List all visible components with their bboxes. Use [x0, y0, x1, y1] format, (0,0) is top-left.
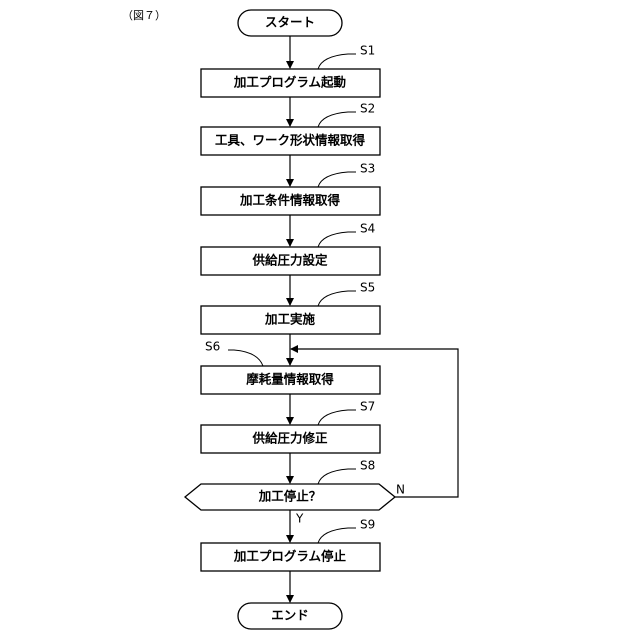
step-s6-label: 摩耗量情報取得	[246, 372, 334, 387]
start-label: スタート	[265, 15, 315, 30]
step-s5-id: S5	[360, 281, 375, 295]
step-s7-id: S7	[360, 400, 375, 414]
step-s3-leader	[318, 172, 356, 187]
end-terminal: エンド	[238, 603, 342, 629]
step-s9-id: S9	[360, 518, 375, 532]
decision-s8: 加工停止？ S8 Y N	[185, 459, 405, 526]
step-s5-leader	[318, 291, 356, 306]
step-s7-label: 供給圧力修正	[251, 431, 328, 446]
decision-s8-label: 加工停止？	[258, 489, 322, 504]
step-s2-label: 工具、ワーク形状情報取得	[215, 133, 366, 148]
step-s4-id: S4	[360, 222, 375, 236]
step-s3-label: 加工条件情報取得	[239, 193, 341, 208]
decision-yes-label: Y	[295, 512, 304, 526]
figure-label: （図７）	[122, 9, 166, 22]
decision-no-label: N	[396, 483, 405, 497]
start-terminal: スタート	[238, 10, 342, 36]
decision-s8-leader	[318, 469, 356, 484]
end-label: エンド	[271, 608, 309, 623]
step-s6-id: S6	[205, 340, 220, 354]
step-s6-leader	[228, 350, 263, 366]
step-s9-label: 加工プログラム停止	[233, 549, 347, 564]
step-s5-label: 加工実施	[264, 312, 316, 327]
step-s1-leader	[318, 54, 356, 69]
step-s4-leader	[318, 232, 356, 247]
step-s9-leader	[318, 528, 356, 543]
step-s4-label: 供給圧力設定	[251, 253, 328, 268]
step-s3-id: S3	[360, 162, 375, 176]
step-s2-id: S2	[360, 102, 375, 116]
step-s7-leader	[318, 410, 356, 425]
step-s2-leader	[318, 112, 356, 127]
decision-s8-id: S8	[360, 459, 375, 473]
step-s1-label: 加工プログラム起動	[233, 75, 346, 90]
step-s1-id: S1	[360, 44, 375, 58]
